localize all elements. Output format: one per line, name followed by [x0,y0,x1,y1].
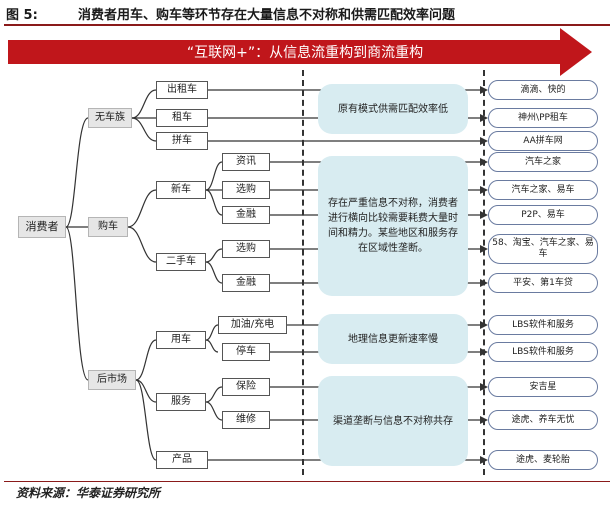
node-carpool: 拼车 [156,132,208,150]
issue-service: 渠道垄断与信息不对称共存 [318,376,468,466]
node-after-market: 后市场 [88,370,136,390]
left-dashed-divider [302,70,304,475]
player-parts: 途虎、麦轮胎 [488,450,598,470]
player-repair: 途虎、养车无忧 [488,410,598,430]
node-use-car: 用车 [156,331,206,349]
node-rental: 租车 [156,109,208,127]
node-parking: 停车 [222,343,270,361]
player-carpool: AA拼车网 [488,131,598,151]
node-new-info: 资讯 [222,153,270,171]
banner-text: “互联网+”：从信息流重构到商流重构 [186,45,424,61]
banner-arrow [8,28,592,76]
node-insurance: 保险 [222,378,270,396]
node-repair: 维修 [222,411,270,429]
player-used-finance: 平安、第1车贷 [488,273,598,293]
issue-no-car: 原有模式供需匹配效率低 [318,84,468,134]
node-new-car: 新车 [156,181,206,199]
player-taxi: 滴滴、快的 [488,80,598,100]
node-parts: 产品 [156,451,208,469]
node-fuel-charge: 加油/充电 [218,316,287,334]
player-used-select: 58、淘宝、汽车之家、易车 [488,234,598,264]
node-no-car: 无车族 [88,108,132,128]
node-used-car: 二手车 [156,253,206,271]
node-consumer: 消费者 [18,216,66,238]
player-fuel-charge: LBS软件和服务 [488,315,598,335]
issue-use-car: 地理信息更新速率慢 [318,314,468,364]
node-buy-car: 购车 [88,217,128,237]
figure-title-bar: 图 5: 消费者用车、购车等环节存在大量信息不对称和供需匹配效率问题 [6,4,610,24]
node-used-finance: 金融 [222,274,270,292]
node-used-select: 选购 [222,240,270,258]
player-new-select: 汽车之家、易车 [488,180,598,200]
right-dashed-divider [483,70,485,475]
node-new-select: 选购 [222,181,270,199]
source-rule [4,481,610,482]
node-service: 服务 [156,393,206,411]
figure-source: 资料来源：华泰证券研究所 [16,486,161,500]
player-parking: LBS软件和服务 [488,342,598,362]
node-taxi: 出租车 [156,81,208,99]
issue-buy-car: 存在严重信息不对称，消费者进行横向比较需要耗费大量时间和精力。某些地区和服务存在… [318,156,468,296]
player-rental: 神州\PP租车 [488,108,598,128]
player-insurance: 安吉星 [488,377,598,397]
node-new-finance: 金融 [222,206,270,224]
player-new-info: 汽车之家 [488,152,598,172]
title-rule [4,24,610,26]
player-new-finance: P2P、易车 [488,205,598,225]
figure-title: 消费者用车、购车等环节存在大量信息不对称和供需匹配效率问题 [78,8,456,23]
figure-number: 图 5: [6,8,38,23]
